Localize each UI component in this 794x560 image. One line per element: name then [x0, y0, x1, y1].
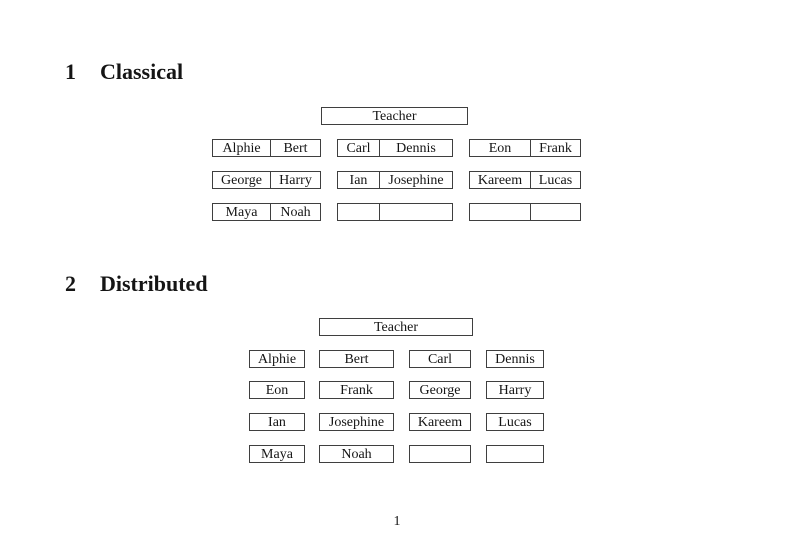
seat-cell: Noah [270, 204, 320, 220]
seat-cell: Maya [225, 204, 258, 220]
seat-cell: Eon [488, 140, 512, 156]
desk-box: Kareem Lucas [469, 171, 581, 189]
desk-box [469, 203, 581, 221]
section-heading-classical: 1 Classical [65, 61, 183, 83]
seat-box: Maya [249, 445, 305, 463]
seat-box: Lucas [486, 413, 544, 431]
seat-box: Frank [319, 381, 394, 399]
page-number: 1 [393, 514, 401, 529]
seat-cell: Lucas [530, 172, 580, 188]
desk-box: Eon Frank [469, 139, 581, 157]
seat-box [409, 445, 471, 463]
seat-cell [470, 204, 530, 220]
seat-cell: Ian [349, 172, 368, 188]
seat-box: Harry [486, 381, 544, 399]
seat-cell: Dennis [379, 140, 452, 156]
seat-cell: Harry [270, 172, 320, 188]
seat-cell: Carl [346, 140, 371, 156]
seat-cell: George [221, 172, 262, 188]
seat-box: George [409, 381, 471, 399]
desk-box: George Harry [212, 171, 321, 189]
seat-box: Carl [409, 350, 471, 368]
seat-box: Dennis [486, 350, 544, 368]
seat-cell: Alphie [222, 140, 261, 156]
section-title: Distributed [100, 271, 208, 296]
seat-cell: Frank [530, 140, 580, 156]
seat-box: Alphie [249, 350, 305, 368]
desk-box: Carl Dennis [337, 139, 453, 157]
desk-box: Maya Noah [212, 203, 321, 221]
section-number: 1 [65, 59, 76, 84]
desk-box: Ian Josephine [337, 171, 453, 189]
seat-box: Noah [319, 445, 394, 463]
seat-cell: Josephine [379, 172, 452, 188]
section-title: Classical [100, 59, 184, 84]
seat-cell [379, 204, 452, 220]
seat-box: Josephine [319, 413, 394, 431]
seat-cell: Bert [270, 140, 320, 156]
teacher-box: Teacher [319, 318, 473, 336]
seat-cell [530, 204, 580, 220]
seat-box: Kareem [409, 413, 471, 431]
desk-box: Alphie Bert [212, 139, 321, 157]
desk-box [337, 203, 453, 221]
seat-cell: Kareem [477, 172, 523, 188]
section-heading-distributed: 2 Distributed [65, 273, 208, 295]
seat-box: Eon [249, 381, 305, 399]
seat-box: Bert [319, 350, 394, 368]
seat-box [486, 445, 544, 463]
seat-cell [338, 204, 379, 220]
teacher-box: Teacher [321, 107, 468, 125]
seat-box: Ian [249, 413, 305, 431]
section-number: 2 [65, 271, 76, 296]
